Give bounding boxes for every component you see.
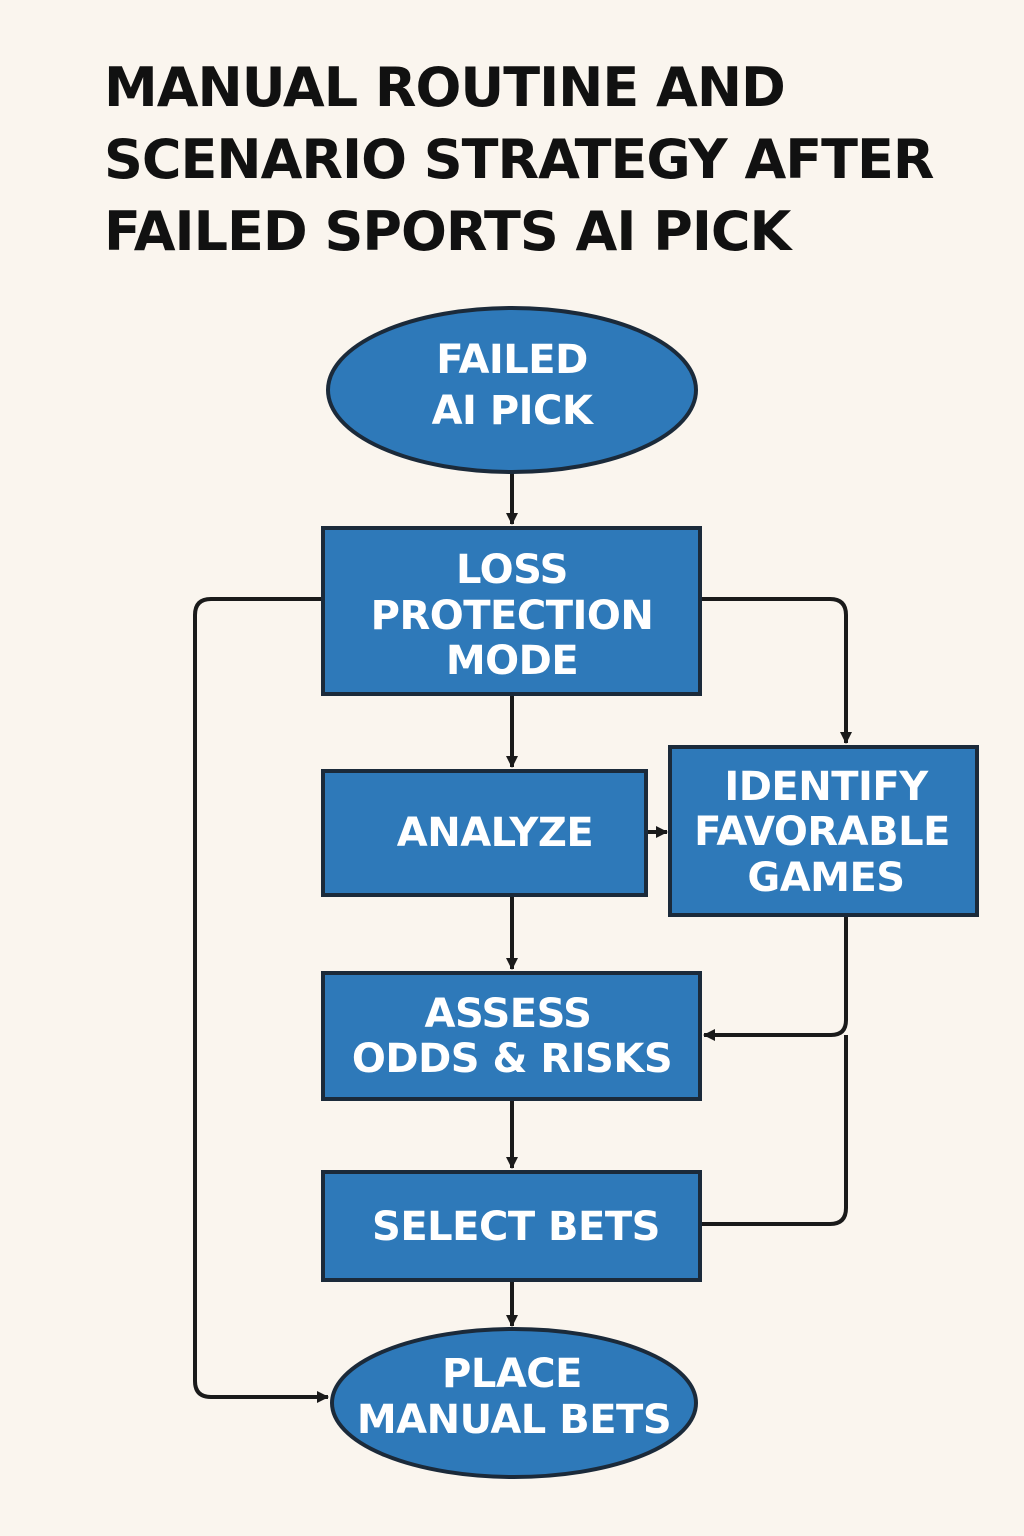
edge-loss-to-identify: [700, 597, 852, 744]
edge-loss-to-place: [193, 597, 329, 1403]
title-line-3: FAILED SPORTS AI PICK: [104, 200, 791, 263]
connectors: [193, 472, 852, 1403]
node-identify-favorable-games: IDENTIFY FAVORABLE GAMES: [668, 745, 979, 917]
node-place-manual-bets-line-2: MANUAL BETS: [357, 1397, 671, 1443]
node-analyze-line-1: ANALYZE: [397, 810, 593, 856]
title-line-1: MANUAL ROUTINE AND: [104, 56, 786, 119]
node-loss-protection-mode-line-3: MODE: [446, 638, 578, 684]
node-identify-favorable-games-line-1: IDENTIFY: [724, 764, 929, 810]
node-loss-protection-mode-line-2: PROTECTION: [371, 593, 654, 639]
node-loss-protection-mode-line-1: LOSS: [456, 547, 568, 593]
edge-identify-to-assess: [703, 915, 848, 1041]
node-assess-odds-risks-line-1: ASSESS: [425, 991, 592, 1037]
node-identify-favorable-games-line-3: GAMES: [747, 855, 904, 901]
node-assess-odds-risks: ASSESS ODDS & RISKS: [321, 971, 702, 1101]
node-identify-favorable-games-line-2: FAVORABLE: [694, 809, 950, 855]
page-title: MANUAL ROUTINE AND SCENARIO STRATEGY AFT…: [104, 52, 984, 268]
node-failed-ai-pick-line-2: AI PICK: [432, 388, 595, 434]
node-select-bets-line-1: SELECT BETS: [372, 1204, 660, 1250]
node-analyze: ANALYZE: [321, 769, 648, 897]
edge-select-to-identify: [700, 1035, 848, 1226]
node-assess-odds-risks-line-2: ODDS & RISKS: [352, 1036, 672, 1082]
node-loss-protection-mode: LOSS PROTECTION MODE: [321, 526, 702, 696]
node-place-manual-bets: PLACE MANUAL BETS: [330, 1327, 698, 1479]
title-line-2: SCENARIO STRATEGY AFTER: [104, 128, 934, 191]
node-place-manual-bets-line-1: PLACE: [442, 1351, 582, 1397]
node-select-bets: SELECT BETS: [321, 1170, 702, 1282]
node-failed-ai-pick-line-1: FAILED: [436, 337, 588, 383]
node-failed-ai-pick: FAILED AI PICK: [326, 306, 698, 474]
